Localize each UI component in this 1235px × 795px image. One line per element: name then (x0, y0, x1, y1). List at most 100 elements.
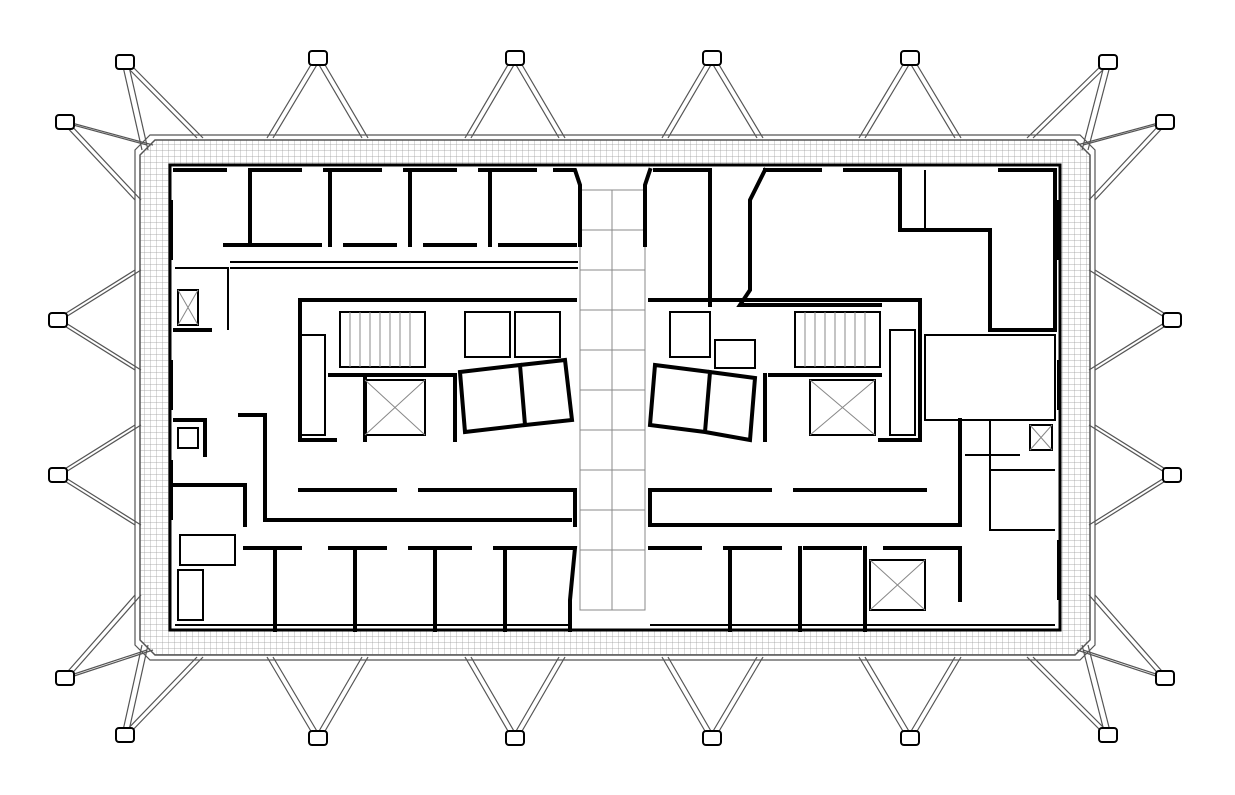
column-footing (900, 730, 920, 746)
strut-line (912, 656, 962, 739)
strut-line (517, 656, 566, 739)
strut-line (464, 656, 513, 739)
strut-line (864, 57, 914, 139)
strut-line (60, 424, 142, 476)
strut-line (511, 656, 560, 739)
strut-line (1094, 594, 1169, 679)
column-footing (1155, 114, 1175, 130)
strut-line (470, 656, 519, 739)
strut-line (1081, 644, 1106, 736)
strut-line (661, 656, 710, 739)
offices-north-west (173, 168, 582, 330)
core-west (263, 298, 577, 527)
strut-line (67, 594, 142, 679)
column-footing (308, 730, 328, 746)
strut-line (1088, 269, 1170, 321)
strut-line (912, 57, 962, 139)
column-footing (1155, 670, 1175, 686)
strut-line (858, 57, 908, 139)
column-footing (1098, 727, 1118, 743)
column-footing (48, 312, 68, 328)
strut-line (54, 474, 136, 526)
strut-line (61, 121, 148, 146)
column-footing (1098, 54, 1118, 70)
strut-line (714, 57, 764, 139)
strut-line (54, 424, 136, 476)
strut-line (517, 57, 566, 139)
strut-line (667, 57, 716, 139)
strut-line (1088, 121, 1163, 201)
column-footing (900, 50, 920, 66)
strut-line (314, 57, 363, 139)
strut-line (54, 269, 136, 321)
strut-line (667, 656, 716, 739)
strut-line (67, 649, 154, 679)
service-west (173, 289, 1055, 531)
column-footing (48, 467, 68, 483)
strut-line (1076, 121, 1163, 146)
strut-line (1082, 649, 1169, 679)
strut-line (708, 57, 758, 139)
strut-line (1087, 61, 1112, 151)
strut-line (1087, 644, 1112, 736)
column-footing (1162, 467, 1182, 483)
strut-line (266, 57, 316, 139)
strut-line (61, 121, 136, 201)
windows (171, 200, 1059, 600)
strut-line (67, 121, 154, 146)
strut-line (320, 57, 369, 139)
column-footing (55, 670, 75, 686)
exterior-struts (54, 57, 1176, 739)
central-atrium (579, 189, 646, 611)
strut-line (1088, 594, 1163, 679)
strut-line (464, 57, 513, 139)
strut-line (266, 656, 316, 739)
strut-line (1026, 61, 1106, 139)
column-footings (48, 50, 1182, 746)
strut-line (121, 656, 198, 736)
strut-line (906, 57, 956, 139)
strut-line (864, 656, 914, 739)
strut-line (511, 57, 560, 139)
column-footing (1162, 312, 1182, 328)
strut-line (60, 269, 142, 321)
strut-line (54, 319, 136, 371)
strut-line (127, 61, 204, 139)
strut-line (272, 57, 322, 139)
column-footing (505, 730, 525, 746)
strut-line (67, 121, 142, 201)
strut-line (1094, 319, 1176, 371)
strut-line (272, 656, 322, 739)
strut-line (708, 656, 758, 739)
column-footing (55, 114, 75, 130)
strut-line (1088, 424, 1170, 476)
strut-line (1076, 649, 1163, 679)
strut-line (121, 61, 198, 139)
strut-line (661, 57, 710, 139)
strut-line (1088, 319, 1170, 371)
strut-line (1094, 424, 1176, 476)
core-east (647, 298, 962, 527)
strut-line (61, 649, 148, 679)
strut-line (1082, 121, 1169, 146)
strut-line (1081, 61, 1106, 151)
rooms-south (175, 534, 1055, 632)
offices-north-east (643, 167, 1057, 421)
strut-line (61, 594, 136, 679)
strut-line (1032, 61, 1112, 139)
strut-line (121, 61, 143, 151)
column-footing (702, 50, 722, 66)
strut-line (314, 656, 363, 739)
strut-line (906, 656, 956, 739)
column-footing (308, 50, 328, 66)
strut-line (60, 474, 142, 526)
building-interior (168, 163, 1062, 632)
strut-line (1094, 269, 1176, 321)
column-footing (115, 727, 135, 743)
strut-line (127, 61, 149, 151)
strut-line (1026, 656, 1106, 736)
strut-line (1094, 121, 1169, 201)
strut-line (714, 656, 764, 739)
strut-line (1088, 474, 1170, 526)
